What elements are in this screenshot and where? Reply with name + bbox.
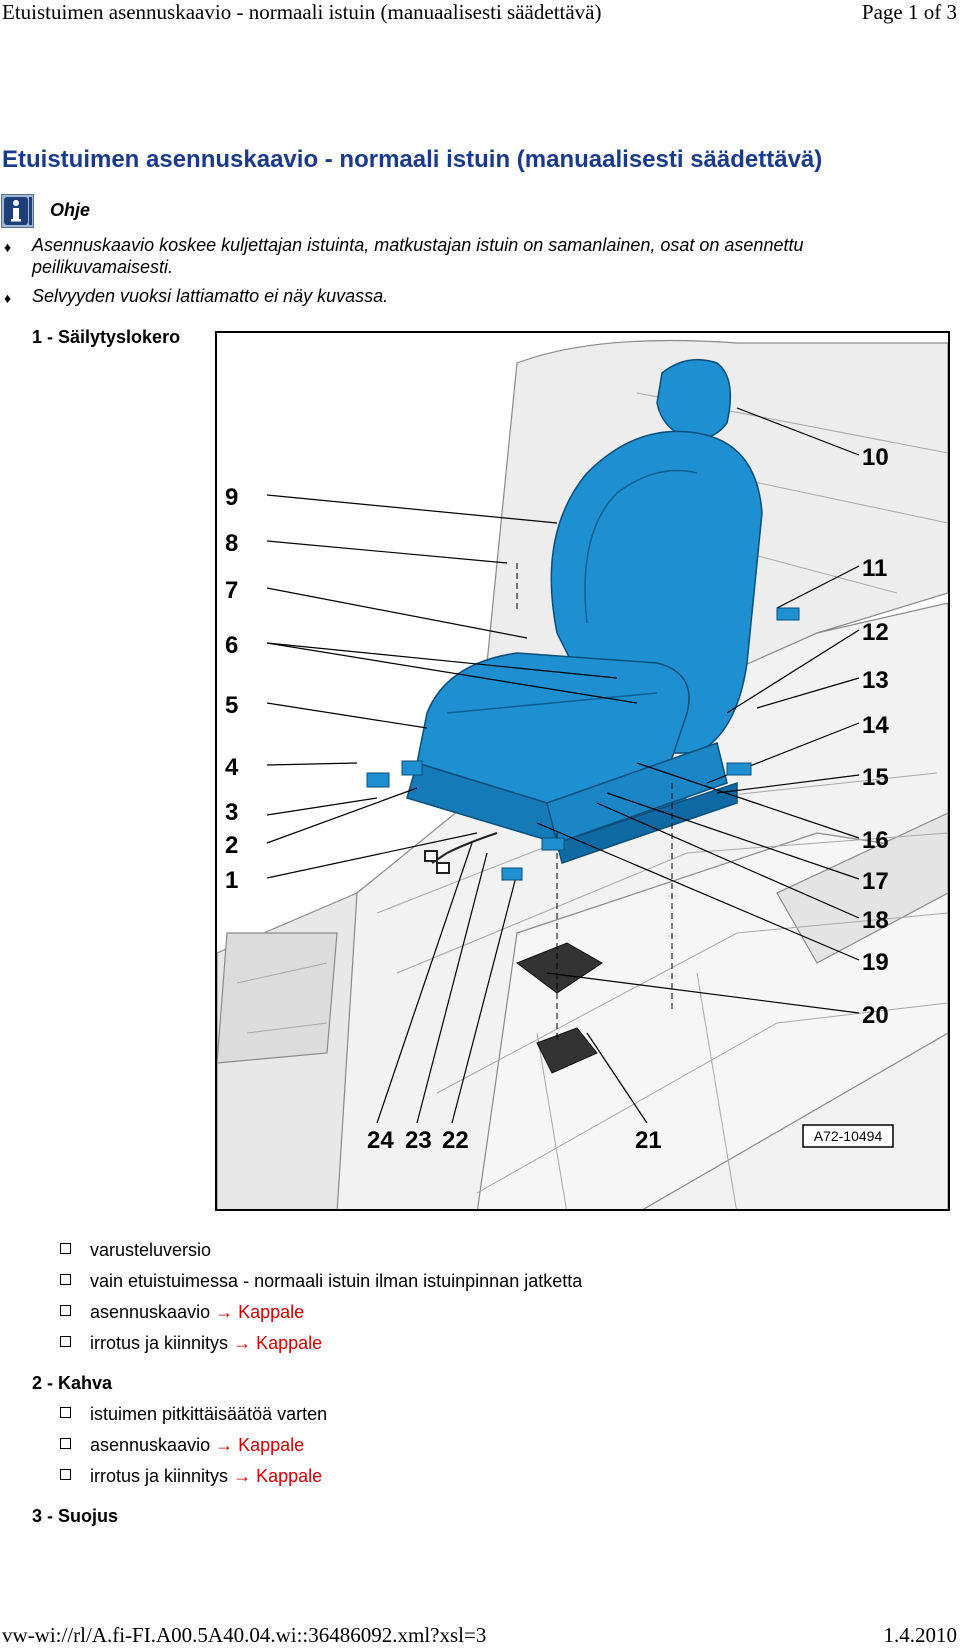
seat-illustration — [406, 358, 763, 864]
callout-10: 10 — [862, 444, 889, 471]
subitem: irrotus ja kiinnitys → Kappale — [60, 1466, 322, 1487]
seat-assembly-figure: 1 2 3 4 5 6 7 8 9 10 11 12 13 14 15 16 1… — [215, 331, 950, 1211]
arrow-icon: → — [215, 1435, 234, 1455]
info-icon — [1, 194, 34, 228]
page-footer-date: 1.4.2010 — [883, 1623, 958, 1647]
checkbox-icon — [60, 1243, 71, 1254]
wire-harness — [424, 832, 498, 874]
checkbox-icon — [60, 1469, 71, 1480]
callout-21: 21 — [635, 1127, 662, 1154]
subitem: asennuskaavio → Kappale — [60, 1302, 304, 1323]
callout-6: 6 — [225, 632, 238, 659]
note-bullet-1: Asennuskaavio koskee kuljettajan istuint… — [32, 235, 804, 277]
arrow-icon: → — [233, 1466, 252, 1486]
subitem: irrotus ja kiinnitys → Kappale — [60, 1333, 322, 1354]
callout-9: 9 — [225, 484, 238, 511]
callout-8: 8 — [225, 530, 238, 557]
callout-7: 7 — [225, 577, 238, 604]
subitem: vain etuistuimessa - normaali istuin ilm… — [60, 1271, 582, 1292]
arrow-icon: → — [233, 1333, 252, 1353]
item-heading-3: 3 - Suojus — [32, 1506, 119, 1526]
callout-15: 15 — [862, 764, 889, 791]
leader-lines — [266, 407, 860, 1124]
subitem: asennuskaavio → Kappale — [60, 1435, 304, 1456]
checkbox-icon — [60, 1274, 71, 1285]
callout-20: 20 — [862, 1002, 889, 1029]
arrow-icon: → — [215, 1302, 234, 1322]
subitem: istuimen pitkittäisäätöä varten — [60, 1404, 327, 1425]
callout-22: 22 — [442, 1127, 469, 1154]
bullet-diamond-icon: ♦ — [4, 290, 12, 306]
figure-code: A72-10494 — [814, 1128, 883, 1144]
link-kappale[interactable]: Kappale — [238, 1302, 305, 1322]
callout-24: 24 — [367, 1127, 394, 1154]
item-heading-2: 2 - Kahva — [32, 1373, 113, 1393]
link-kappale[interactable]: Kappale — [256, 1333, 323, 1353]
note-label: Ohje — [50, 200, 91, 220]
callout-11: 11 — [862, 555, 887, 582]
callout-2: 2 — [225, 832, 238, 859]
callout-1: 1 — [225, 867, 238, 894]
checkbox-icon — [60, 1438, 71, 1449]
checkbox-icon — [60, 1336, 71, 1347]
checkbox-icon — [60, 1305, 71, 1316]
callout-14: 14 — [862, 712, 889, 739]
link-kappale[interactable]: Kappale — [238, 1435, 305, 1455]
callout-5: 5 — [225, 692, 238, 719]
callout-17: 17 — [862, 868, 889, 895]
checkbox-icon — [60, 1407, 71, 1418]
callout-23: 23 — [405, 1127, 432, 1154]
page-header-title: Etuistuimen asennuskaavio - normaali ist… — [2, 0, 602, 24]
callout-16: 16 — [862, 827, 889, 854]
callout-13: 13 — [862, 667, 889, 694]
callout-12: 12 — [862, 619, 889, 646]
callout-18: 18 — [862, 907, 889, 934]
page-title: Etuistuimen asennuskaavio - normaali ist… — [2, 146, 823, 173]
callout-3: 3 — [225, 799, 238, 826]
note-bullet-2: Selvyyden vuoksi lattiamatto ei näy kuva… — [32, 286, 389, 306]
page-number: Page 1 of 3 — [861, 0, 957, 24]
bullet-diamond-icon: ♦ — [4, 239, 12, 255]
callout-19: 19 — [862, 949, 889, 976]
link-kappale[interactable]: Kappale — [256, 1466, 323, 1486]
subitem: varusteluversio — [60, 1240, 211, 1261]
page-footer-url: vw-wi://rl/A.fi-FI.A00.5A40.04.wi::36486… — [2, 1623, 487, 1647]
item-heading-1: 1 - Säilytyslokero — [32, 327, 181, 347]
callout-4: 4 — [225, 754, 239, 781]
